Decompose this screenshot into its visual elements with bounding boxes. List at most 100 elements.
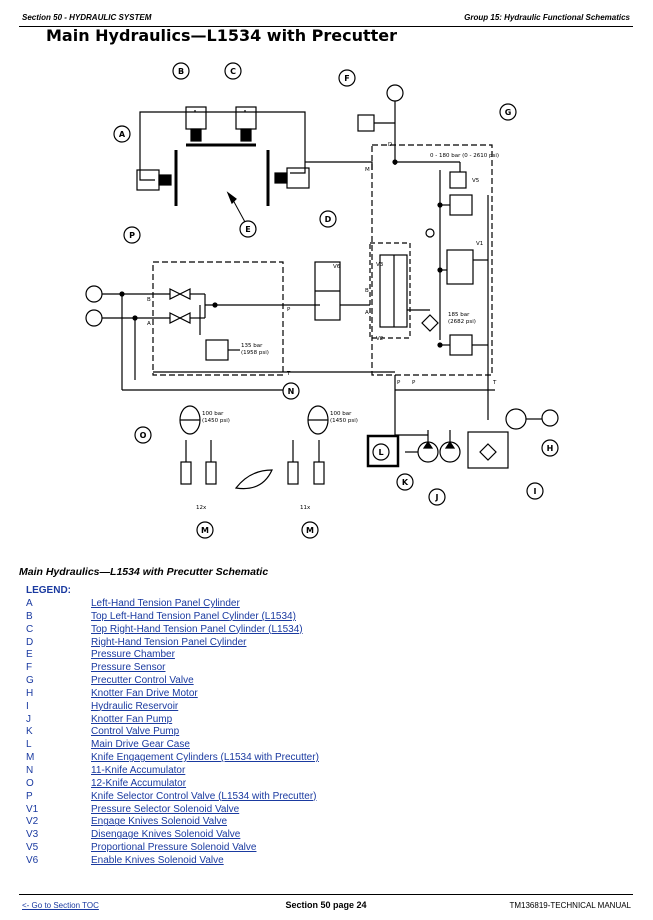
svg-text:A: A	[119, 130, 126, 139]
legend-link[interactable]: 11-Knife Accumulator	[91, 764, 186, 776]
svg-text:(1958 psi): (1958 psi)	[241, 350, 269, 356]
svg-text:P: P	[412, 380, 416, 386]
legend-title: LEGEND:	[26, 585, 71, 596]
legend-link[interactable]: 12-Knife Accumulator	[91, 777, 187, 789]
svg-text:100 bar: 100 bar	[330, 411, 352, 417]
manual-id: TM136819-TECHNICAL MANUAL	[509, 901, 631, 910]
valve-v5-body	[449, 194, 473, 216]
legend-link[interactable]: Pressure Chamber	[91, 649, 175, 661]
svg-text:P: P	[287, 307, 291, 313]
valve-v1	[446, 249, 474, 285]
legend-link[interactable]: Top Right-Hand Tension Panel Cylinder (L…	[91, 623, 303, 635]
section-toc-link[interactable]: <- Go to Section TOC	[22, 901, 99, 910]
knife-cylinder-m-right-2	[313, 461, 325, 485]
svg-text:J: J	[435, 493, 439, 502]
legend-link[interactable]: Pressure Sensor	[91, 662, 166, 674]
svg-text:12x: 12x	[196, 505, 207, 511]
legend-link[interactable]: Hydraulic Reservoir	[91, 700, 179, 712]
svg-text:D: D	[325, 215, 332, 224]
legend-link[interactable]: Knife Selector Control Valve (L1534 with…	[91, 790, 317, 802]
svg-text:V5: V5	[472, 178, 480, 184]
main-drive-gear-case	[366, 434, 400, 468]
svg-text:0 - 180 bar (0 - 2610 psi): 0 - 180 bar (0 - 2610 psi)	[430, 153, 499, 159]
svg-text:I: I	[534, 487, 537, 496]
pressure-gauge	[386, 84, 404, 102]
legend-link[interactable]: Knife Engagement Cylinders (L1534 with P…	[91, 752, 319, 764]
cylinder-b	[185, 106, 207, 130]
svg-text:O: O	[140, 431, 147, 440]
svg-text:T: T	[286, 371, 291, 377]
svg-text:G: G	[505, 108, 512, 117]
svg-text:11x: 11x	[300, 505, 311, 511]
section-title: Section 50 - HYDRAULIC SYSTEM	[22, 13, 152, 22]
svg-text:B: B	[147, 297, 151, 303]
svg-text:A: A	[365, 310, 369, 316]
valve-v5	[449, 171, 467, 189]
legend-link[interactable]: Control Valve Pump	[91, 726, 180, 738]
pressure-sensor-f	[357, 114, 375, 132]
svg-text:D: D	[388, 142, 392, 148]
callout-letters: B C A D E F G P N O L K J H I M M	[119, 67, 553, 535]
cylinder-c	[235, 106, 257, 130]
svg-text:N: N	[288, 387, 295, 396]
legend-link[interactable]: Precutter Control Valve	[91, 675, 194, 687]
knife-cylinder-m-left-1	[180, 461, 192, 485]
legend-link[interactable]: Top Left-Hand Tension Panel Cylinder (L1…	[91, 610, 296, 622]
svg-text:A: A	[147, 321, 151, 327]
group-title: Group 15: Hydraulic Functional Schematic…	[464, 13, 630, 22]
legend-link[interactable]: Disengage Knives Solenoid Valve	[91, 829, 241, 841]
knife-cylinder-m-right-1	[287, 461, 299, 485]
svg-text:K: K	[402, 478, 409, 487]
svg-text:H: H	[547, 444, 554, 453]
legend-link[interactable]: Pressure Selector Solenoid Valve	[91, 803, 240, 815]
svg-text:B: B	[178, 67, 184, 76]
svg-text:V6: V6	[333, 264, 341, 270]
precutter-control-valve-g	[371, 144, 493, 376]
relief-valve-185	[449, 334, 473, 356]
knotter-fan-motor	[505, 408, 527, 430]
legend-link[interactable]: Right-Hand Tension Panel Cylinder	[91, 636, 247, 648]
callout-markers	[113, 62, 559, 539]
svg-text:M: M	[201, 526, 209, 535]
svg-text:B: B	[365, 288, 369, 294]
gauge-a	[85, 309, 103, 327]
page-header: Section 50 - HYDRAULIC SYSTEM Group 15: …	[19, 10, 633, 27]
svg-text:V2: V2	[376, 336, 383, 342]
legend-link[interactable]: Knotter Fan Drive Motor	[91, 687, 198, 699]
svg-text:(2682 psi): (2682 psi)	[448, 319, 476, 325]
svg-text:T: T	[492, 380, 497, 386]
svg-text:P: P	[397, 380, 401, 386]
legend-link[interactable]: Enable Knives Solenoid Valve	[91, 854, 224, 866]
svg-text:P: P	[129, 231, 135, 240]
legend-link[interactable]: Main Drive Gear Case	[91, 739, 190, 751]
knife-cylinder-m-left-2	[205, 461, 217, 485]
legend-link[interactable]: Knotter Fan Pump	[91, 713, 173, 725]
schematic-annotations: 0 - 180 bar (0 - 2610 psi) 185 bar (2682…	[147, 142, 499, 511]
legend-link[interactable]: Proportional Pressure Solenoid Valve	[91, 842, 257, 854]
svg-text:100 bar: 100 bar	[202, 411, 224, 417]
svg-text:E: E	[245, 225, 250, 234]
svg-text:V3: V3	[376, 262, 384, 268]
gauge-b	[85, 285, 103, 303]
hydraulic-reservoir	[467, 431, 509, 469]
legend-link[interactable]: Engage Knives Solenoid Valve	[91, 816, 228, 828]
legend-link[interactable]: Left-Hand Tension Panel Cylinder	[91, 598, 240, 609]
svg-text:185 bar: 185 bar	[448, 312, 470, 318]
svg-text:F: F	[344, 74, 349, 83]
